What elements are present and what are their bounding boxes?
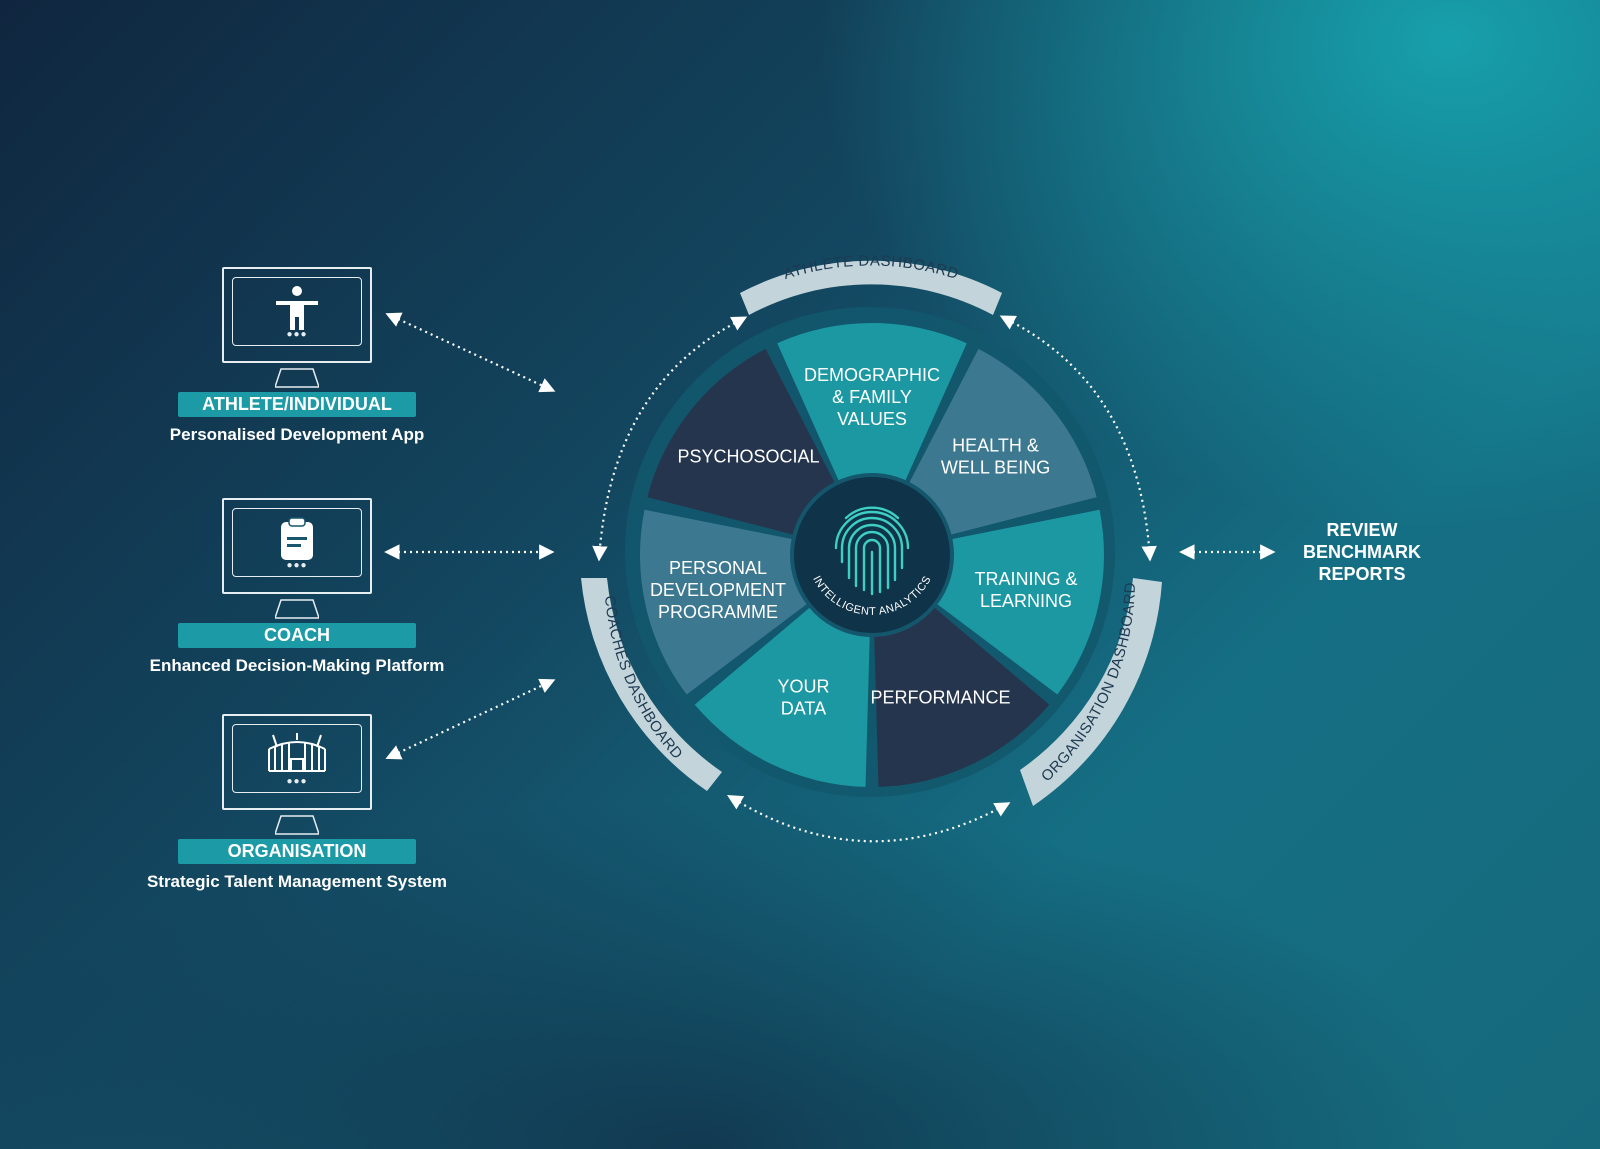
wheel-segment-label-line: PERFORMANCE: [871, 687, 1011, 707]
organisation-dashboard-band: [1020, 578, 1162, 806]
organisation-subtitle: Strategic Talent Management System: [146, 872, 448, 891]
wheel-segment-label-line: TRAINING &: [975, 569, 1078, 589]
wheel-segment-label-line: DEMOGRAPHIC: [804, 365, 940, 385]
wheel-segment-label-line: DEVELOPMENT: [650, 580, 786, 600]
organisation-monitor: ●●●: [222, 714, 372, 810]
person-icon: [276, 286, 318, 330]
wheel-segment-label-line: VALUES: [837, 409, 907, 429]
review-line: REPORTS: [1318, 564, 1406, 584]
athlete-dashboard-band: [740, 260, 1002, 315]
fingerprint-icon: [834, 506, 910, 596]
coaches-dashboard-band: [581, 578, 722, 791]
screen-dots: ●●●: [286, 776, 308, 787]
coach-subtitle: Enhanced Decision-Making Platform: [149, 656, 445, 675]
connector-arrows: [384, 312, 1276, 843]
wheel-segment-label-line: PERSONAL: [669, 558, 767, 578]
wheel-segment: [694, 606, 870, 787]
wheel-segment-label-line: YOUR: [777, 676, 829, 696]
stadium-icon: [268, 733, 326, 772]
wheel-segment-label-line: HEALTH &: [952, 435, 1039, 455]
wheel-segment-label: PERFORMANCE: [871, 687, 1011, 707]
screen-dots: ●●●: [286, 329, 308, 340]
organisation-connector-arrow: [385, 678, 556, 760]
coach-monitor: ●●●: [222, 498, 372, 594]
wheel-segment-label: TRAINING &LEARNING: [975, 569, 1078, 611]
athlete-subtitle: Personalised Development App: [169, 425, 425, 444]
review-benchmark-reports: REVIEW BENCHMARK REPORTS: [1282, 519, 1442, 585]
wheel-segment-label-line: PSYCHOSOCIAL: [677, 446, 819, 466]
wheel-segment-label-line: WELL BEING: [941, 457, 1050, 477]
review-line: BENCHMARK: [1303, 542, 1421, 562]
coach-screen: ●●●: [232, 508, 362, 577]
screen-dots: ●●●: [286, 560, 308, 571]
cycle-arrow-bottom: [727, 794, 1011, 843]
athlete-badge: ATHLETE/INDIVIDUAL: [178, 392, 416, 417]
athlete-monitor: ●●●: [222, 267, 372, 363]
athlete-connector-arrow: [385, 312, 556, 393]
wheel-segment-label-line: & FAMILY: [832, 387, 912, 407]
wheel-segment: [874, 606, 1050, 787]
monitor-stand: [275, 815, 319, 835]
organisation-badge: ORGANISATION: [178, 839, 416, 864]
athlete-screen: ●●●: [232, 277, 362, 346]
wheel-segment-label-line: DATA: [781, 698, 826, 718]
wheel-segment-label: PSYCHOSOCIAL: [677, 446, 819, 466]
clipboard-icon: [281, 517, 313, 560]
cycle-arrow-right: [999, 315, 1157, 562]
wheel-segment: [777, 322, 967, 482]
review-line: REVIEW: [1326, 520, 1398, 540]
monitor-stand: [275, 599, 319, 619]
coach-badge: COACH: [178, 623, 416, 648]
monitor-stand: [275, 368, 319, 388]
organisation-screen: ●●●: [232, 724, 362, 793]
wheel-segment-label-line: LEARNING: [980, 591, 1072, 611]
wheel-segment-label-line: PROGRAMME: [658, 602, 778, 622]
